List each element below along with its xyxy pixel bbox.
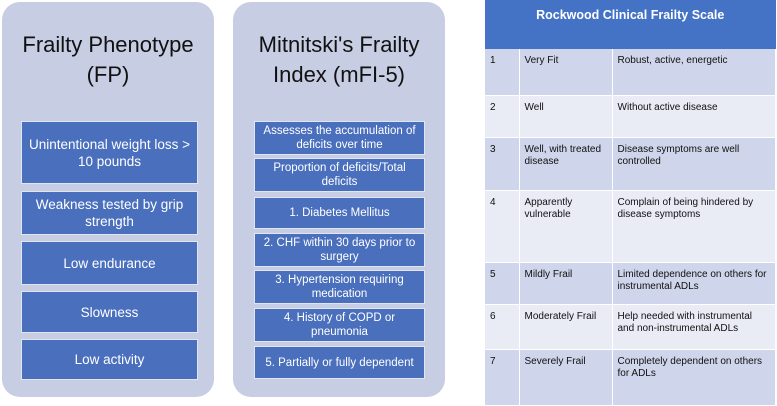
- mfi5-item-dependent: 5. Partially or fully dependent: [254, 346, 425, 379]
- row-score: 5: [485, 262, 520, 305]
- row-category: Mildly Frail: [519, 262, 613, 305]
- fp-item-grip-strength: Weakness tested by grip strength: [21, 191, 198, 235]
- mfi5-item-accumulation: Assesses the accumulation of deficits ov…: [254, 121, 425, 155]
- mfi5-item-diabetes: 1. Diabetes Mellitus: [254, 197, 425, 229]
- mfi5-item-copd: 4. History of COPD or pneumonia: [254, 308, 425, 342]
- mfi5-item-proportion: Proportion of deficits/Total deficits: [254, 158, 425, 192]
- mfi5-panel: Mitnitski's Frailty Index (mFI-5) Assess…: [233, 2, 445, 397]
- fp-item-low-activity: Low activity: [21, 339, 198, 380]
- row-category: Severely Frail: [519, 349, 613, 406]
- frailty-phenotype-title: Frailty Phenotype (FP): [22, 32, 194, 87]
- fp-item-weight-loss: Unintentional weight loss > 10 pounds: [21, 121, 198, 184]
- row-description: Help needed with instrumental and non-in…: [612, 304, 776, 350]
- row-description: Robust, active, energetic: [612, 49, 776, 96]
- row-category: Very Fit: [519, 49, 613, 96]
- row-description: Complain of being hindered by disease sy…: [612, 190, 776, 263]
- table-row: 6 Moderately Frail Help needed with inst…: [485, 304, 776, 350]
- row-description: Disease symptoms are well controlled: [612, 137, 776, 191]
- fp-item-low-endurance: Low endurance: [21, 241, 198, 285]
- mfi5-item-chf: 2. CHF within 30 days prior to surgery: [254, 233, 425, 267]
- row-description: Without active disease: [612, 95, 776, 138]
- row-score: 4: [485, 190, 520, 263]
- row-score: 6: [485, 304, 520, 350]
- row-category: Moderately Frail: [519, 304, 613, 350]
- fp-item-slowness: Slowness: [21, 291, 198, 333]
- table-row: 2 Well Without active disease: [485, 95, 776, 138]
- rockwood-title: Rockwood Clinical Frailty Scale: [485, 0, 776, 49]
- row-score: 1: [485, 49, 520, 96]
- mfi5-title: Mitnitski's Frailty Index (mFI-5): [258, 32, 420, 87]
- row-category: Apparently vulnerable: [519, 190, 613, 263]
- frailty-phenotype-panel: Frailty Phenotype (FP) Unintentional wei…: [2, 2, 214, 397]
- row-category: Well, with treated disease: [519, 137, 613, 191]
- table-row: 5 Mildly Frail Limited dependence on oth…: [485, 262, 776, 305]
- table-row: 1 Very Fit Robust, active, energetic: [485, 49, 776, 96]
- table-row: 3 Well, with treated disease Disease sym…: [485, 137, 776, 191]
- row-description: Completely dependent on others for ADLs: [612, 349, 776, 406]
- table-header-row: Rockwood Clinical Frailty Scale: [485, 0, 776, 49]
- row-description: Limited dependence on others for instrum…: [612, 262, 776, 305]
- row-category: Well: [519, 95, 613, 138]
- row-score: 3: [485, 137, 520, 191]
- table-row: 7 Severely Frail Completely dependent on…: [485, 349, 776, 406]
- mfi5-item-hypertension: 3. Hypertension requiring medication: [254, 270, 425, 304]
- table-row: 4 Apparently vulnerable Complain of bein…: [485, 190, 776, 263]
- rockwood-scale-table: Rockwood Clinical Frailty Scale 1 Very F…: [485, 0, 776, 406]
- row-score: 7: [485, 349, 520, 406]
- row-score: 2: [485, 95, 520, 138]
